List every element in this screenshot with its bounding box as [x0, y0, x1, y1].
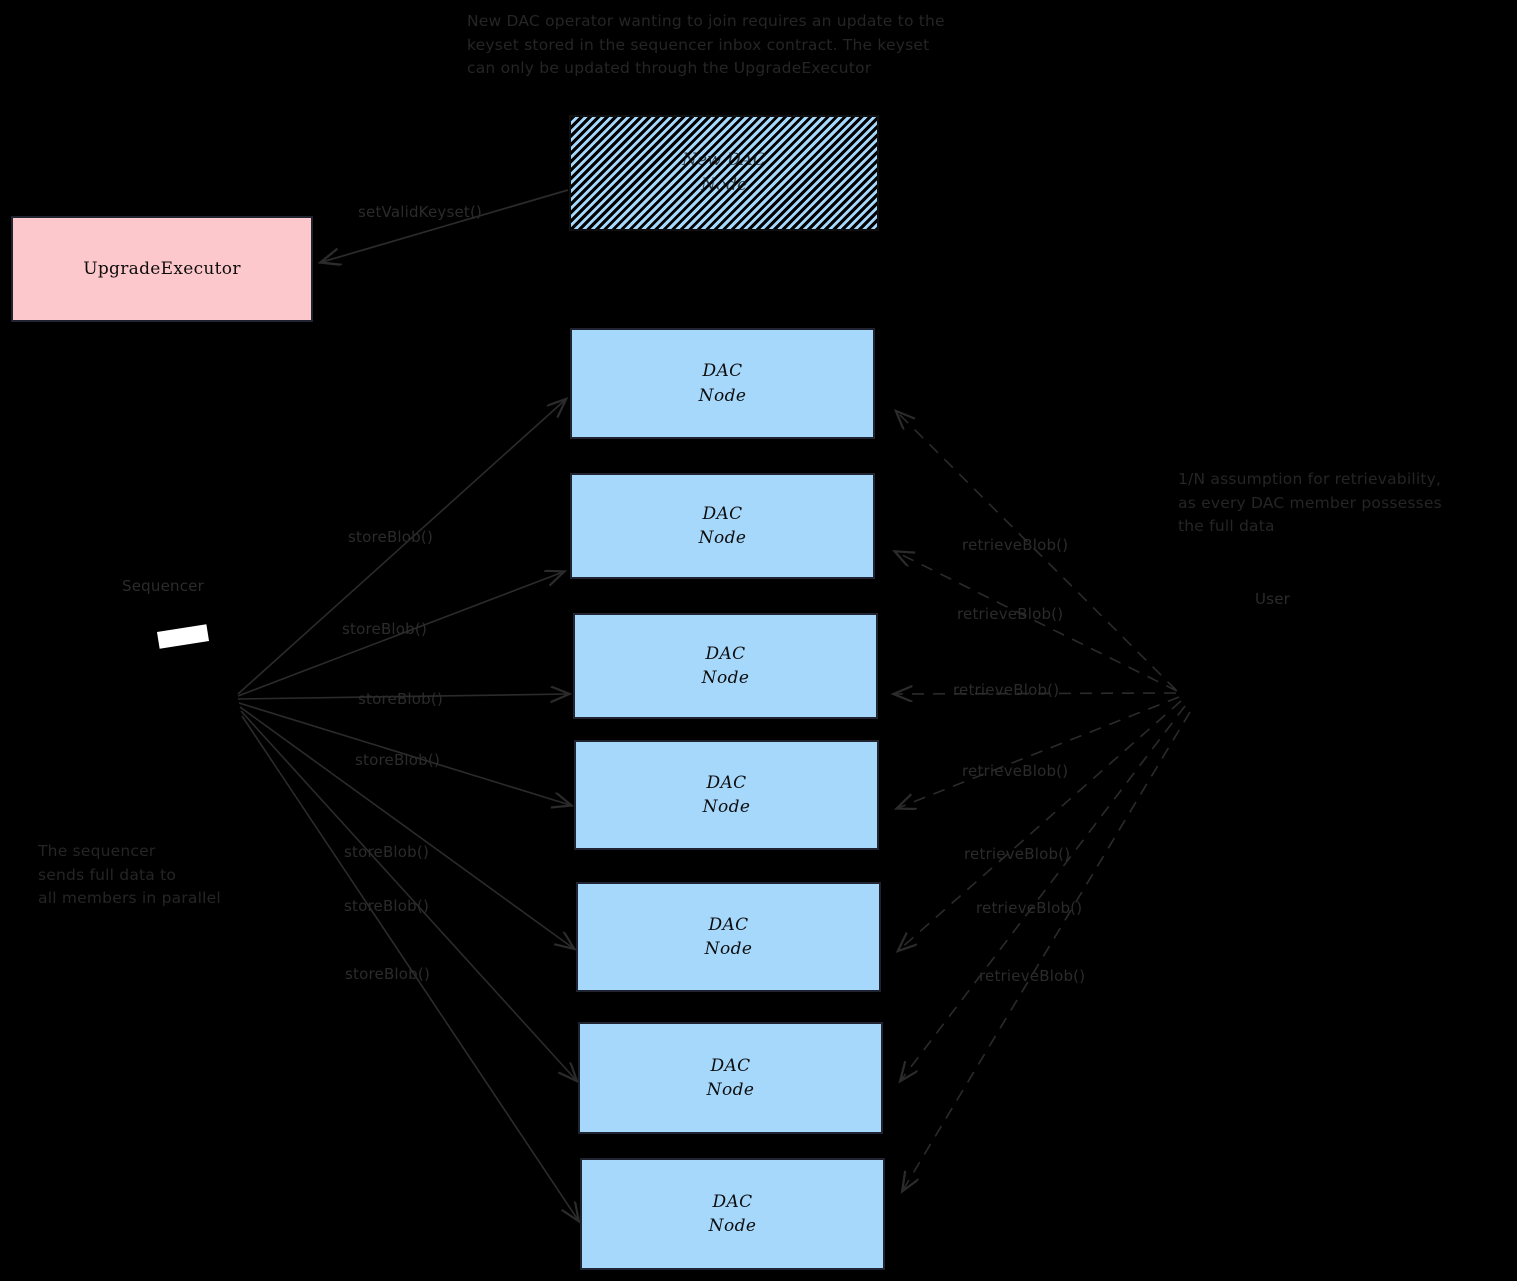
actor-label-sequencer: Sequencer: [122, 577, 204, 595]
new-dac-node-box[interactable]: New DAC Node: [569, 115, 879, 231]
dac-node-label-4-line2: Node: [702, 797, 751, 817]
dac-node-label-2-line1: DAC: [702, 503, 743, 524]
dac-node-label-6-line1: DAC: [710, 1055, 751, 1076]
actor-label-user: User: [1255, 590, 1290, 608]
edge-set-valid-keyset: [322, 189, 569, 262]
edge-retrieve-blob-4: [898, 696, 1180, 808]
dac-node-label-3-line1: DAC: [705, 643, 746, 664]
note-right: 1/N assumption for retrievability, as ev…: [1178, 470, 1442, 536]
dac-node-label-6-line2: Node: [706, 1080, 755, 1100]
note-top: New DAC operator wanting to join require…: [467, 12, 945, 78]
edge-store-blob-1: [237, 400, 565, 695]
dac-node-label-5-line2: Node: [704, 939, 753, 959]
dac-node-label-5-line1: DAC: [708, 914, 749, 935]
new-dac-node-label-line1: New DAC: [682, 150, 766, 171]
new-dac-node-label-line2: Node: [700, 175, 748, 195]
dac-node-box-2[interactable]: DAC Node: [570, 473, 875, 579]
edge-label-retrieve-blob-6: retrieveBlob(): [976, 899, 1083, 917]
upgrade-executor-label: UpgradeExecutor: [83, 259, 241, 279]
edge-label-store-blob-5: storeBlob(): [344, 843, 430, 861]
dac-node-box-6[interactable]: DAC Node: [578, 1022, 883, 1134]
edge-label-store-blob-2: storeBlob(): [342, 620, 428, 638]
dac-node-box-4[interactable]: DAC Node: [574, 740, 879, 850]
sequencer-actor-icon: [156, 624, 210, 649]
dac-node-label-3-line2: Node: [701, 668, 750, 688]
dac-node-box-7[interactable]: DAC Node: [580, 1158, 885, 1270]
edge-label-retrieve-blob-7: retrieveBlob(): [979, 967, 1086, 985]
edge-label-store-blob-7: storeBlob(): [345, 965, 431, 983]
edge-label-retrieve-blob-1: retrieveBlob(): [962, 536, 1069, 554]
edge-label-retrieve-blob-3: retrieveBlob(): [953, 681, 1060, 699]
dac-node-label-4-line1: DAC: [706, 772, 747, 793]
note-left: The sequencer sends full data to all mem…: [38, 842, 221, 908]
dac-node-label-7-line2: Node: [708, 1216, 757, 1236]
edge-label-retrieve-blob-4: retrieveBlob(): [962, 762, 1069, 780]
edge-retrieve-blob-7: [903, 711, 1191, 1190]
dac-node-label-2-line2: Node: [698, 528, 747, 548]
edge-label-set-valid-keyset: setValidKeyset(): [358, 203, 483, 221]
dac-node-label-1-line2: Node: [698, 385, 747, 406]
edge-label-retrieve-blob-5: retrieveBlob(): [964, 845, 1071, 863]
edge-label-store-blob-3: storeBlob(): [358, 690, 444, 708]
dac-node-label-7-line1: DAC: [712, 1191, 753, 1212]
upgrade-executor-box[interactable]: UpgradeExecutor: [11, 216, 313, 322]
edge-label-retrieve-blob-2: retrieveBlob(): [957, 605, 1064, 623]
dac-node-label-1-line1: DAC: [702, 361, 743, 382]
edge-label-store-blob-6: storeBlob(): [344, 897, 430, 915]
dac-node-box-5[interactable]: DAC Node: [576, 882, 881, 992]
edge-label-store-blob-4: storeBlob(): [355, 751, 441, 769]
edge-label-store-blob-1: storeBlob(): [348, 528, 434, 546]
dac-node-box-3[interactable]: DAC Node: [573, 613, 878, 719]
dac-node-box-1[interactable]: DAC Node: [570, 328, 875, 439]
